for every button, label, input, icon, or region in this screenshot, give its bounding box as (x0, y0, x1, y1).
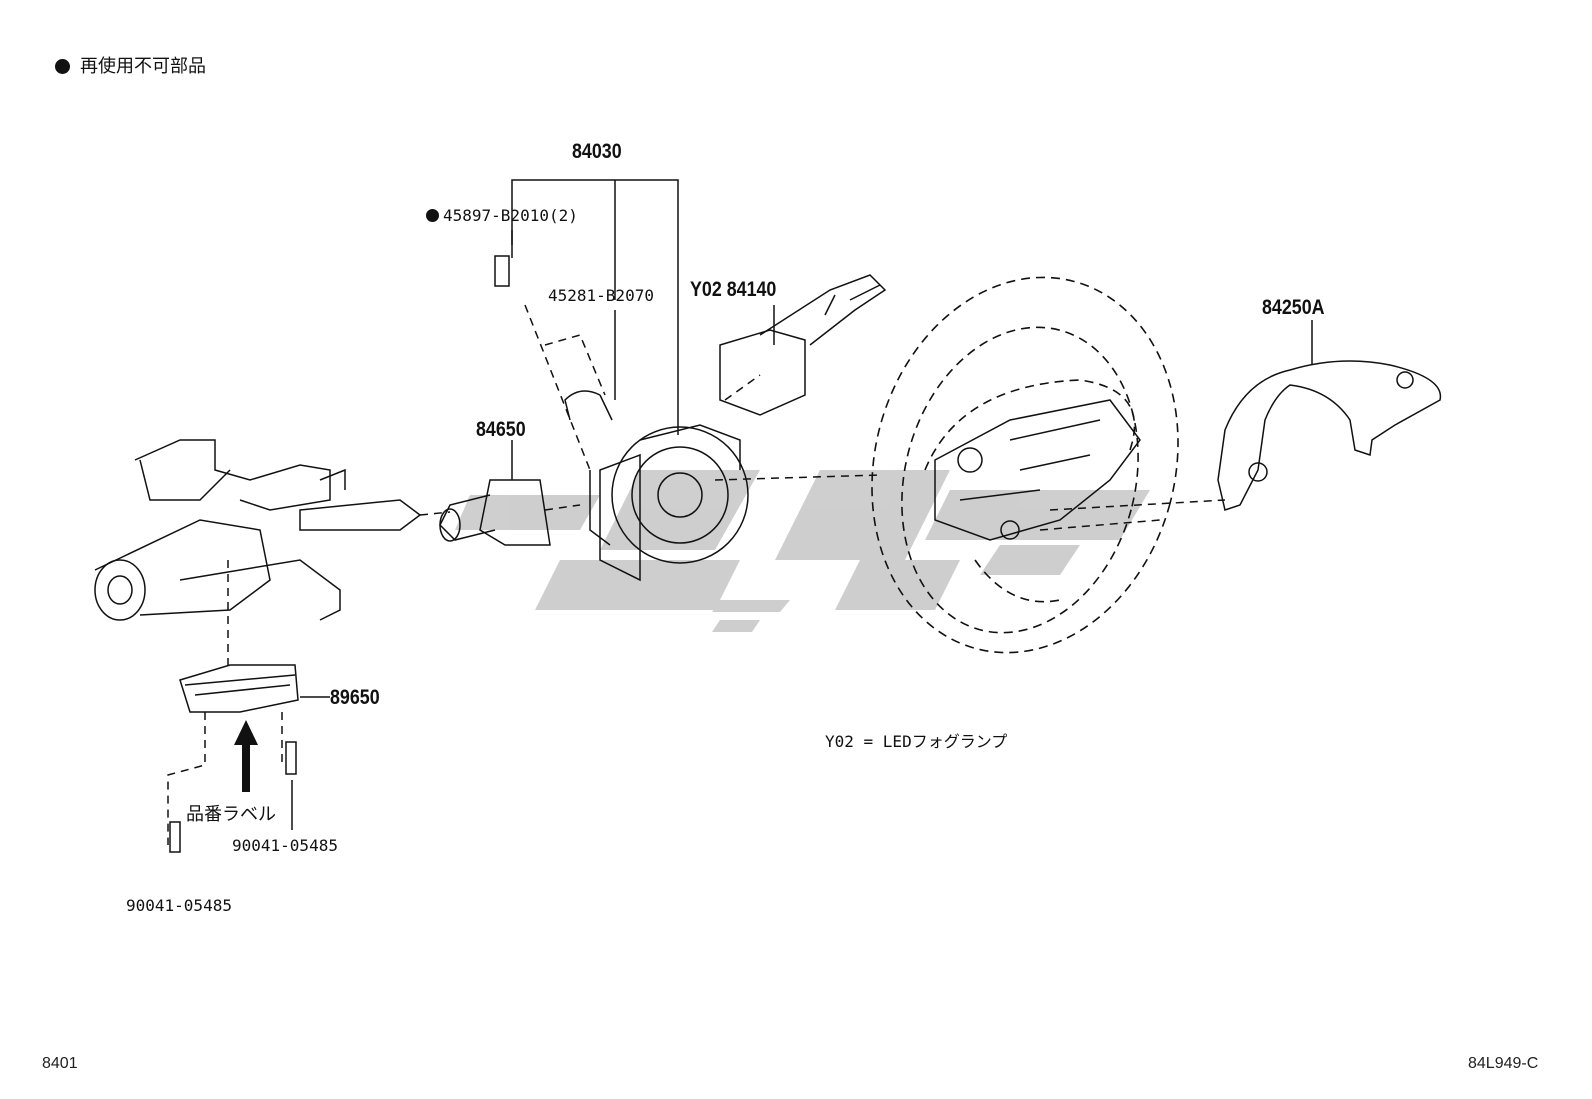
part-label-84140: Y02 84140 (690, 278, 777, 301)
wiper-switch (719, 274, 887, 416)
label-arrow (234, 720, 258, 792)
footer-figure-code: 84L949-C (1468, 1055, 1539, 1072)
turn-signal-switch (439, 479, 551, 546)
bolts (169, 255, 510, 853)
part-label-45897: 45897-B2010(2) (426, 206, 578, 225)
non-reusable-bullet-icon (55, 59, 70, 74)
spiral-cable (564, 390, 749, 582)
watermark (455, 470, 1150, 632)
leader-lines (291, 179, 1313, 830)
part-label-84650: 84650 (476, 418, 526, 441)
dashed-lines (167, 304, 1226, 845)
footer-page-code: 8401 (42, 1055, 78, 1072)
steering-wheel (871, 276, 1179, 654)
legend-item: 再使用不可部品 (55, 52, 206, 78)
part-number-label-text: 品番ラベル (186, 804, 276, 825)
ecu-module (179, 664, 299, 713)
part-label-bolt-upper: 90041-05485 (232, 836, 338, 855)
option-note: Y02 = LEDフォグランプ (825, 732, 1008, 751)
part-label-bolt-lower: 90041-05485 (126, 896, 232, 915)
steering-wheel-hub (934, 399, 1141, 541)
part-label-84250a: 84250A (1262, 296, 1325, 319)
part-label-84030: 84030 (572, 140, 622, 163)
part-label-45281: 45281-B2070 (548, 286, 654, 305)
part-label-89650: 89650 (330, 686, 380, 709)
steering-switch (1217, 360, 1442, 511)
non-reusable-bullet-icon (426, 209, 439, 222)
steering-column (94, 439, 422, 621)
